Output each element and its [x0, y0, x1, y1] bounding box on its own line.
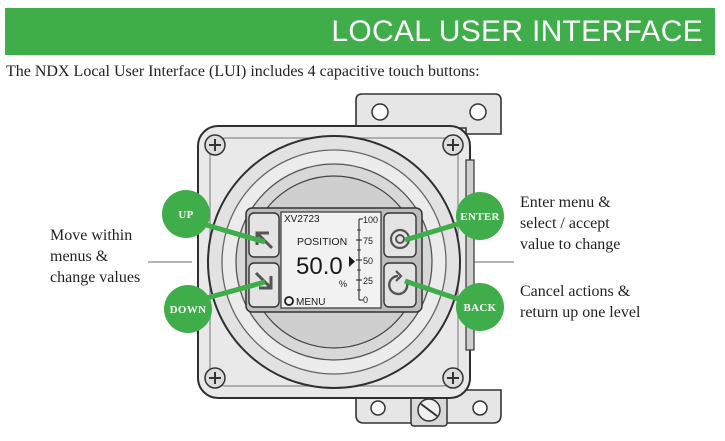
menu-circle-icon — [284, 296, 294, 306]
enter-description-line: Enter menu & — [520, 194, 611, 211]
scale-label: 50 — [363, 256, 373, 266]
back-callout: BACK — [456, 283, 504, 331]
lcd-screen — [280, 211, 382, 309]
screw-hole — [371, 103, 389, 121]
left-description-line: Move within — [50, 227, 133, 244]
down-label: DOWN — [170, 304, 207, 316]
lcd-value: 50.0 — [296, 253, 343, 280]
page-title: LOCAL USER INTERFACE — [331, 15, 703, 48]
lcd-tag: XV2723 — [284, 214, 320, 225]
down-callout: DOWN — [164, 285, 212, 333]
enter-description-line: select / accept — [520, 215, 610, 232]
up-callout: UP — [162, 190, 210, 238]
left-description: Move within menus & change values — [50, 225, 170, 288]
screw-hole — [370, 400, 386, 416]
up-button[interactable] — [248, 212, 280, 258]
lcd-label: POSITION — [297, 236, 347, 248]
corner-screws — [204, 134, 464, 389]
enter-label: ENTER — [460, 211, 500, 223]
header-bar: LOCAL USER INTERFACE — [5, 8, 715, 55]
housing-side — [465, 159, 475, 351]
intro-text: The NDX Local User Interface (LUI) inclu… — [6, 63, 480, 80]
lcd-scale — [356, 218, 363, 301]
back-arrow-icon — [388, 270, 409, 296]
down-callout-line — [202, 279, 266, 302]
back-callout-line — [404, 278, 459, 302]
lcd-unit: % — [339, 279, 347, 289]
scale-label: 25 — [363, 276, 373, 286]
back-label: BACK — [464, 302, 497, 314]
left-description-line: change values — [50, 269, 141, 286]
up-label: UP — [178, 209, 193, 221]
screw-hole — [469, 103, 487, 121]
scale-label: 0 — [363, 295, 368, 305]
back-description: Cancel actions & return up one level — [520, 281, 710, 323]
scale-label: 100 — [363, 215, 378, 225]
enter-description: Enter menu & select / accept value to ch… — [520, 192, 710, 255]
down-button[interactable] — [248, 262, 280, 308]
back-description-line: return up one level — [520, 304, 641, 321]
value-pointer-icon — [349, 256, 355, 267]
lcd-menu-label: MENU — [296, 297, 325, 308]
back-description-line: Cancel actions & — [520, 283, 631, 300]
enter-callout-line — [404, 221, 459, 243]
up-callout-line — [202, 221, 266, 245]
enter-callout: ENTER — [456, 192, 504, 240]
scale-label: 75 — [363, 236, 373, 246]
enter-description-line: value to change — [520, 236, 621, 253]
left-description-line: menus & — [50, 248, 109, 265]
top-bracket — [355, 93, 502, 135]
enter-button[interactable] — [383, 212, 417, 258]
plug-slot — [420, 403, 438, 417]
screw-hole — [472, 400, 488, 416]
